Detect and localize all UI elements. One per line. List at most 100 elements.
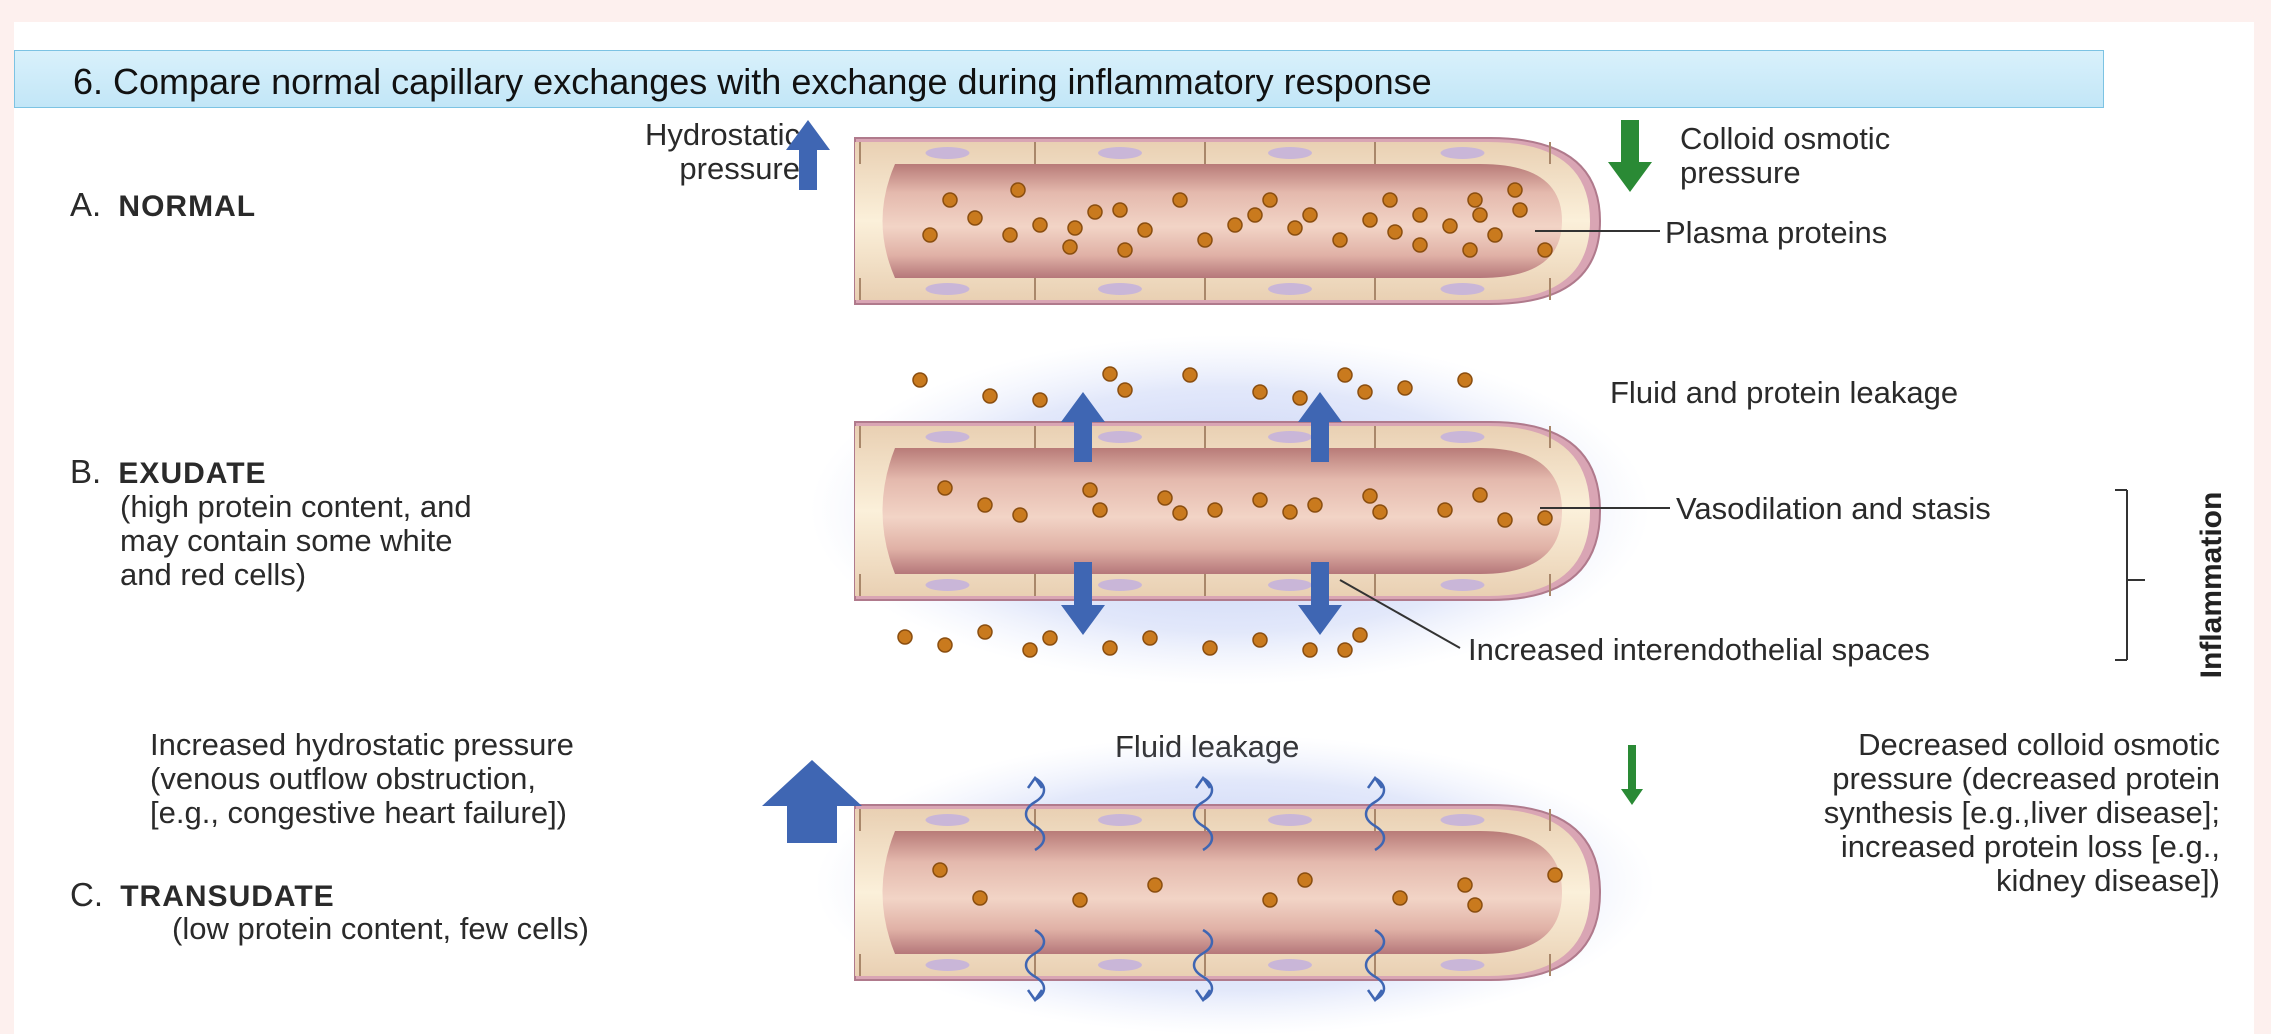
protein-dot <box>1043 631 1057 645</box>
protein-dot <box>933 863 947 877</box>
protein-dot <box>1013 508 1027 522</box>
protein-dot <box>968 211 982 225</box>
protein-dot <box>1513 203 1527 217</box>
capillary-vessel <box>855 138 1600 304</box>
endothelial-nucleus <box>1441 579 1485 591</box>
endothelial-nucleus <box>1441 283 1485 295</box>
protein-dot <box>1228 218 1242 232</box>
protein-dot <box>1033 218 1047 232</box>
endothelial-nucleus <box>1268 959 1312 971</box>
up-arrow-icon <box>786 120 830 190</box>
protein-dot <box>1173 506 1187 520</box>
protein-dot <box>1003 228 1017 242</box>
protein-dot <box>1303 643 1317 657</box>
endothelial-nucleus <box>1098 579 1142 591</box>
endothelial-nucleus <box>926 283 970 295</box>
protein-dot <box>923 228 937 242</box>
protein-dot <box>1333 233 1347 247</box>
protein-dot <box>1203 641 1217 655</box>
protein-dot <box>978 498 992 512</box>
protein-dot <box>1073 893 1087 907</box>
protein-dot <box>1103 641 1117 655</box>
protein-dot <box>978 625 992 639</box>
protein-dot <box>1118 383 1132 397</box>
protein-dot <box>1011 183 1025 197</box>
protein-dot <box>1198 233 1212 247</box>
protein-dot <box>1413 208 1427 222</box>
protein-dot <box>1263 193 1277 207</box>
capillary-vessel <box>855 422 1600 600</box>
endothelial-nucleus <box>1441 147 1485 159</box>
endothelial-nucleus <box>1098 431 1142 443</box>
down-arrow-icon <box>1621 745 1643 805</box>
endothelial-nucleus <box>1268 579 1312 591</box>
protein-dot <box>898 630 912 644</box>
endothelial-nucleus <box>1268 147 1312 159</box>
protein-dot <box>1263 893 1277 907</box>
protein-dot <box>1023 643 1037 657</box>
protein-dot <box>1063 240 1077 254</box>
endothelial-nucleus <box>1268 814 1312 826</box>
down-arrow-icon <box>1608 120 1652 192</box>
endothelial-nucleus <box>1441 431 1485 443</box>
protein-dot <box>1363 489 1377 503</box>
protein-dot <box>1363 213 1377 227</box>
protein-dot <box>1458 373 1472 387</box>
endothelial-nucleus <box>926 959 970 971</box>
endothelial-nucleus <box>926 431 970 443</box>
protein-dot <box>1293 391 1307 405</box>
protein-dot <box>1473 488 1487 502</box>
protein-dot <box>1358 385 1372 399</box>
protein-dot <box>1143 631 1157 645</box>
protein-dot <box>1338 643 1352 657</box>
protein-dot <box>1138 223 1152 237</box>
protein-dot <box>1458 878 1472 892</box>
endothelial-nucleus <box>1268 283 1312 295</box>
protein-dot <box>1508 183 1522 197</box>
protein-dot <box>1253 385 1267 399</box>
protein-dot <box>1438 503 1452 517</box>
protein-dot <box>983 389 997 403</box>
endothelial-nucleus <box>926 579 970 591</box>
protein-dot <box>913 373 927 387</box>
vessel-layer <box>855 138 1600 980</box>
protein-dot <box>1393 891 1407 905</box>
protein-dot <box>1488 228 1502 242</box>
protein-dot <box>1298 873 1312 887</box>
endothelial-nucleus <box>1098 283 1142 295</box>
protein-dot <box>1413 238 1427 252</box>
protein-dot <box>1538 243 1552 257</box>
endothelial-nucleus <box>1441 814 1485 826</box>
protein-dot <box>1083 483 1097 497</box>
protein-dot <box>1093 503 1107 517</box>
endothelial-nucleus <box>1098 147 1142 159</box>
protein-dot <box>938 638 952 652</box>
protein-dot <box>1383 193 1397 207</box>
protein-dot <box>938 481 952 495</box>
protein-dot <box>1288 221 1302 235</box>
endothelial-nucleus <box>1098 959 1142 971</box>
endothelial-nucleus <box>1441 959 1485 971</box>
capillary-vessel <box>855 805 1600 980</box>
protein-dot <box>1308 498 1322 512</box>
protein-dot <box>1283 505 1297 519</box>
protein-dot <box>1103 367 1117 381</box>
protein-dot <box>1353 628 1367 642</box>
protein-dot <box>1248 208 1262 222</box>
protein-dot <box>1183 368 1197 382</box>
protein-dot <box>1468 898 1482 912</box>
protein-dot <box>1253 493 1267 507</box>
protein-dot <box>1373 505 1387 519</box>
protein-dot <box>1398 381 1412 395</box>
protein-dot <box>1068 221 1082 235</box>
protein-dot <box>1208 503 1222 517</box>
endothelial-nucleus <box>1098 814 1142 826</box>
vessel-lumen <box>883 164 1563 278</box>
protein-dot <box>1088 205 1102 219</box>
protein-dot <box>1463 243 1477 257</box>
protein-dot <box>1033 393 1047 407</box>
protein-dot <box>1173 193 1187 207</box>
endothelial-nucleus <box>926 147 970 159</box>
endothelial-nucleus <box>926 814 970 826</box>
